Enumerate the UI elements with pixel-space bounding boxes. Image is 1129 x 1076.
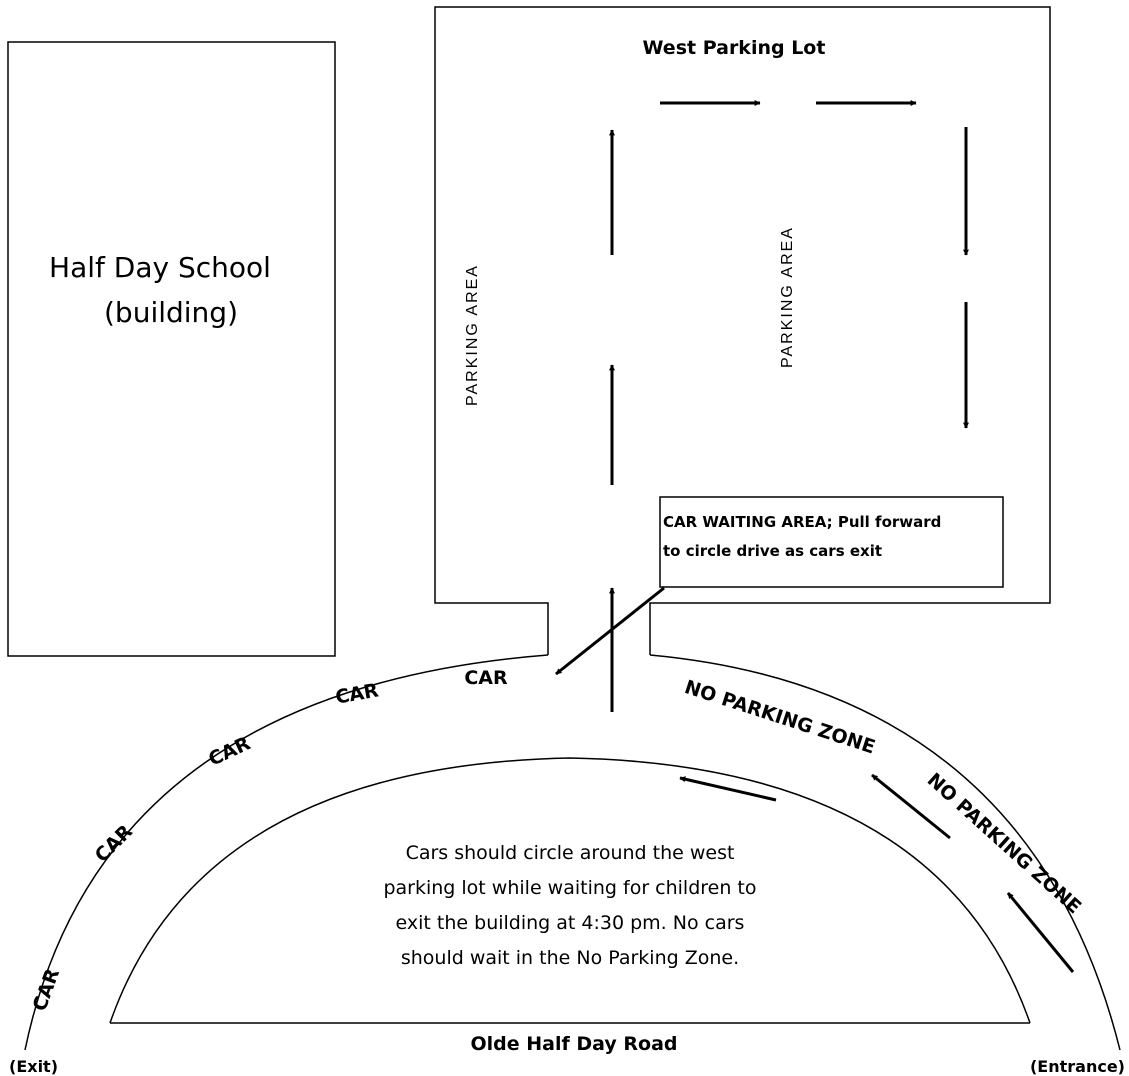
direction-arrow <box>679 776 777 802</box>
direction-arrow <box>1006 892 1075 973</box>
instructions-line: exit the building at 4:30 pm. No cars <box>396 912 745 934</box>
building-label-line2: (building) <box>104 296 238 329</box>
callout-arrow <box>555 586 665 676</box>
lot-title: West Parking Lot <box>643 37 826 59</box>
entrance-label: (Entrance) <box>1030 1057 1125 1076</box>
road-name: Olde Half Day Road <box>471 1033 678 1055</box>
instructions-line: parking lot while waiting for children t… <box>383 877 756 899</box>
circle-drive-outer <box>649 654 1121 1051</box>
no-parking-label: NO PARKING ZONE <box>682 676 878 758</box>
west-parking-lot <box>434 6 1051 655</box>
waiting-area-line2: to circle drive as cars exit <box>663 542 882 560</box>
car-label: CAR <box>334 679 381 708</box>
parking-area-center: PARKING AREA <box>779 226 796 368</box>
no-parking-label: NO PARKING ZONE <box>923 769 1086 918</box>
car-label: CAR <box>29 966 65 1015</box>
instructions-line: should wait in the No Parking Zone. <box>401 947 739 969</box>
car-label: CAR <box>464 667 508 689</box>
building-label-line1: Half Day School <box>49 251 271 284</box>
school-building <box>7 41 336 657</box>
circle-drive-outer <box>24 654 549 1051</box>
direction-arrow <box>871 773 951 840</box>
waiting-area-box <box>659 496 1004 588</box>
car-label: CAR <box>205 732 254 770</box>
car-label: CAR <box>91 820 137 866</box>
exit-label: (Exit) <box>9 1057 58 1076</box>
parking-area-left: PARKING AREA <box>464 264 481 406</box>
waiting-area-line1: CAR WAITING AREA; Pull forward <box>663 513 941 531</box>
instructions-line: Cars should circle around the west <box>406 842 735 864</box>
circle-drive-inner <box>109 757 1031 1024</box>
